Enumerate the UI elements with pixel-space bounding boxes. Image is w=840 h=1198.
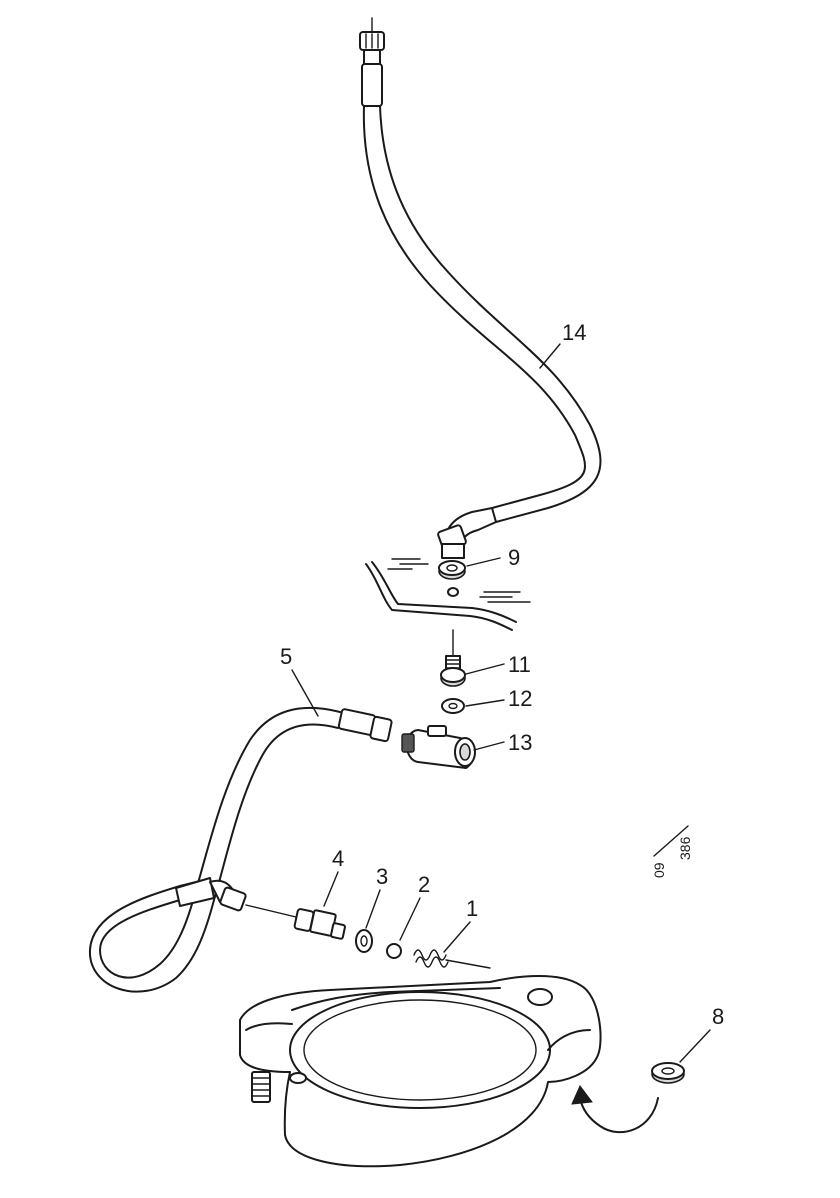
washer-8 [651, 1062, 685, 1084]
drawing-code: 09 386 [651, 825, 693, 878]
hose-upper [359, 17, 602, 559]
callout-9: 9 [508, 545, 520, 570]
callout-11: 11 [508, 652, 531, 677]
pressure-switch-13 [401, 725, 476, 769]
washer-9 [438, 560, 466, 597]
banjo-bolt-11 [440, 629, 466, 687]
callout-13: 13 [508, 730, 532, 755]
frame-bracket [365, 558, 531, 631]
callout-12: 12 [508, 686, 532, 711]
callout-3: 3 [376, 864, 388, 889]
pump-housing [239, 975, 602, 1168]
spring-1 [413, 949, 491, 969]
callout-4: 4 [332, 846, 344, 871]
ball-2 [386, 943, 402, 959]
leader-lines [291, 343, 711, 1063]
callout-5: 5 [280, 644, 292, 669]
callout-14: 14 [562, 320, 586, 345]
install-arrow [571, 1085, 659, 1134]
callout-8: 8 [712, 1004, 724, 1029]
callout-2: 2 [418, 872, 430, 897]
callout-1: 1 [466, 896, 478, 921]
washer-12 [441, 698, 465, 714]
seal-3 [355, 929, 373, 953]
union-fitting-4 [293, 908, 346, 940]
drawing-code-top: 09 [651, 862, 667, 878]
hose-lower [88, 706, 393, 993]
drawing-code-bottom: 386 [677, 836, 693, 860]
callouts: 14 9 11 12 13 5 4 3 2 1 8 [280, 320, 724, 1029]
